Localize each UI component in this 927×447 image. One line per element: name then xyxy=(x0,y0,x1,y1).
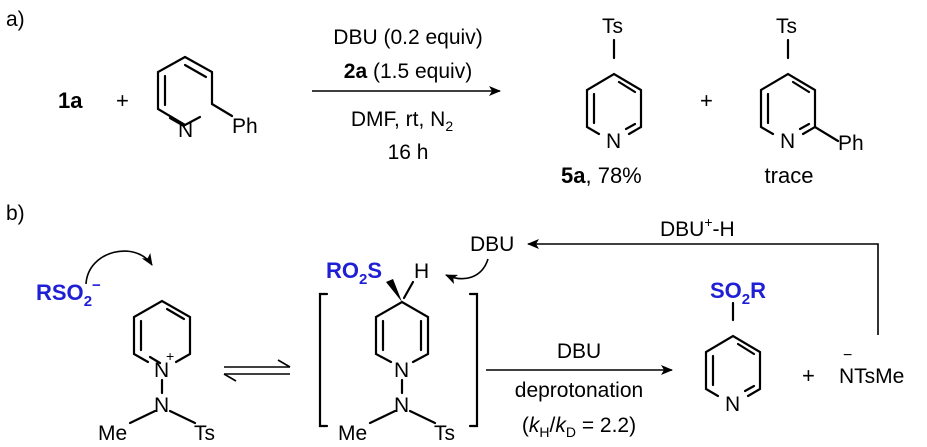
arrow-b-deprotonation: deprotonation xyxy=(515,379,643,402)
pyridinium-n2-atom: N xyxy=(154,394,169,417)
trace-n-atom: N xyxy=(780,130,795,153)
dbu-base-label: DBU xyxy=(470,233,514,256)
condition-solvent: DMF, rt, N2 xyxy=(351,108,454,134)
kinetic-isotope-effect: (kH/kD = 2.2) xyxy=(522,414,636,440)
pyridinium-ts: Ts xyxy=(194,422,215,445)
curved-attack-arrow xyxy=(85,250,153,285)
wedge-bond xyxy=(386,279,402,302)
pyridinium-me: Me xyxy=(98,422,127,445)
ts-label-trace: Ts xyxy=(776,15,797,38)
condition-dbu: DBU (0.2 equiv) xyxy=(333,26,482,49)
condition-2a: 2a (1.5 equiv) xyxy=(344,60,472,83)
product-5a-structure: Ts N xyxy=(585,15,643,153)
phenylpyridine-structure: N Ph xyxy=(156,55,258,142)
intermediate-n2-atom: N xyxy=(394,394,409,417)
dbu-recycle-arrow xyxy=(527,239,879,335)
intermediate-ts: Ts xyxy=(434,422,455,445)
intermediate-me: Me xyxy=(338,422,367,445)
deprotonation-curved-arrow xyxy=(445,258,489,285)
product-5a-n-atom: N xyxy=(606,130,621,153)
sulfinate-anion: RSO2− xyxy=(36,277,101,310)
plus-sign-a2: + xyxy=(700,88,713,113)
pyridinium-n-atom: N xyxy=(154,359,169,382)
trace-phenyl-label: Ph xyxy=(838,132,864,155)
product-so2r: SO2R xyxy=(710,278,766,308)
right-bracket xyxy=(468,292,479,428)
trace-product-structure: Ts N Ph xyxy=(759,15,864,155)
amide-anion: NTsMe xyxy=(839,365,904,388)
intermediate-structure: RO2S H N N Me Ts xyxy=(326,258,455,445)
sulfonylpyridine-structure: SO2R N xyxy=(704,278,766,416)
ts-label-5a: Ts xyxy=(602,15,623,38)
pyridinium-structure: N + N Me Ts xyxy=(98,299,215,445)
equilibrium-arrows xyxy=(223,359,291,382)
arrow-b-dbu: DBU xyxy=(557,340,601,363)
condition-time: 16 h xyxy=(388,141,429,164)
panel-a-label: a) xyxy=(6,8,25,31)
plus-sign-b: + xyxy=(802,363,815,388)
amide-charge: − xyxy=(843,347,852,364)
pyridine-n-atom: N xyxy=(178,119,193,142)
product-b-n-atom: N xyxy=(725,393,740,416)
panel-b-label: b) xyxy=(6,202,25,225)
intermediate-h: H xyxy=(414,260,429,283)
trace-yield: trace xyxy=(765,163,814,188)
reactant-1a: 1a xyxy=(58,88,83,113)
dbuh-label: DBU+-H xyxy=(660,214,735,241)
product-5a-yield: 5a, 78% xyxy=(561,163,642,188)
pyridinium-plus: + xyxy=(166,348,174,364)
intermediate-n-atom: N xyxy=(394,359,409,382)
phenyl-label: Ph xyxy=(232,115,258,138)
intermediate-ro2s: RO2S xyxy=(326,258,382,288)
plus-sign-a1: + xyxy=(116,88,129,113)
left-bracket xyxy=(318,292,329,428)
